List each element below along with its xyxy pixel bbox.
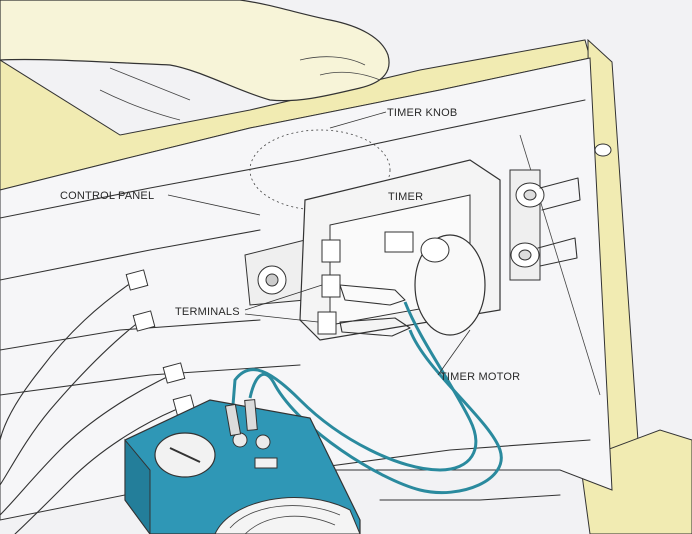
- multimeter: [124, 399, 361, 534]
- panel-line-3: [0, 319, 261, 351]
- panel-line-2: [0, 229, 261, 281]
- label-timer: TIMER: [388, 191, 423, 203]
- terminal-top: [384, 231, 414, 253]
- plug-2: [132, 310, 156, 332]
- multimeter-body-side: [124, 438, 151, 534]
- cord-4: [14, 409, 176, 534]
- probe-plug-2: [244, 399, 258, 431]
- leader-timer-motor: [437, 329, 471, 376]
- cord-2: [0, 324, 136, 486]
- label-timer-knob: TIMER KNOB: [387, 107, 457, 119]
- jack-2: [255, 434, 271, 450]
- side-tab: [594, 143, 612, 157]
- cord-3: [0, 377, 166, 516]
- clip-1: [339, 284, 406, 306]
- clip-2: [339, 317, 411, 337]
- knob-outline: [249, 129, 391, 211]
- plug-1: [125, 269, 149, 291]
- terminal-3: [317, 311, 337, 335]
- leader-control-panel: [167, 194, 261, 216]
- panel-line-1: [0, 99, 586, 219]
- hand: [0, 0, 390, 102]
- panel-line-5: [299, 439, 591, 471]
- leader-terminals-1: [244, 284, 323, 311]
- leader-timer-knob: [329, 111, 387, 129]
- probe-wire-1: [231, 301, 478, 472]
- label-terminals: TERMINALS: [175, 306, 240, 318]
- terminal-1: [321, 239, 341, 263]
- timer-motor-cap: [420, 237, 450, 263]
- panel-line-6: [379, 494, 561, 501]
- probe-wire-2: [248, 329, 503, 495]
- probe-plug-1: [224, 403, 242, 437]
- meter-scale: [214, 497, 361, 534]
- leader-terminals-2: [244, 313, 319, 323]
- cord-1: [0, 284, 129, 441]
- selector-pointer: [169, 447, 201, 463]
- label-timer-motor: TIMER MOTOR: [440, 371, 520, 383]
- terminal-2: [321, 274, 341, 298]
- rod-bottom: [537, 237, 578, 267]
- panel-line-4: [0, 364, 301, 396]
- label-control-panel: CONTROL PANEL: [60, 190, 154, 202]
- rod-top: [539, 177, 581, 211]
- plug-3: [162, 362, 186, 384]
- adjust-knob: [254, 457, 278, 469]
